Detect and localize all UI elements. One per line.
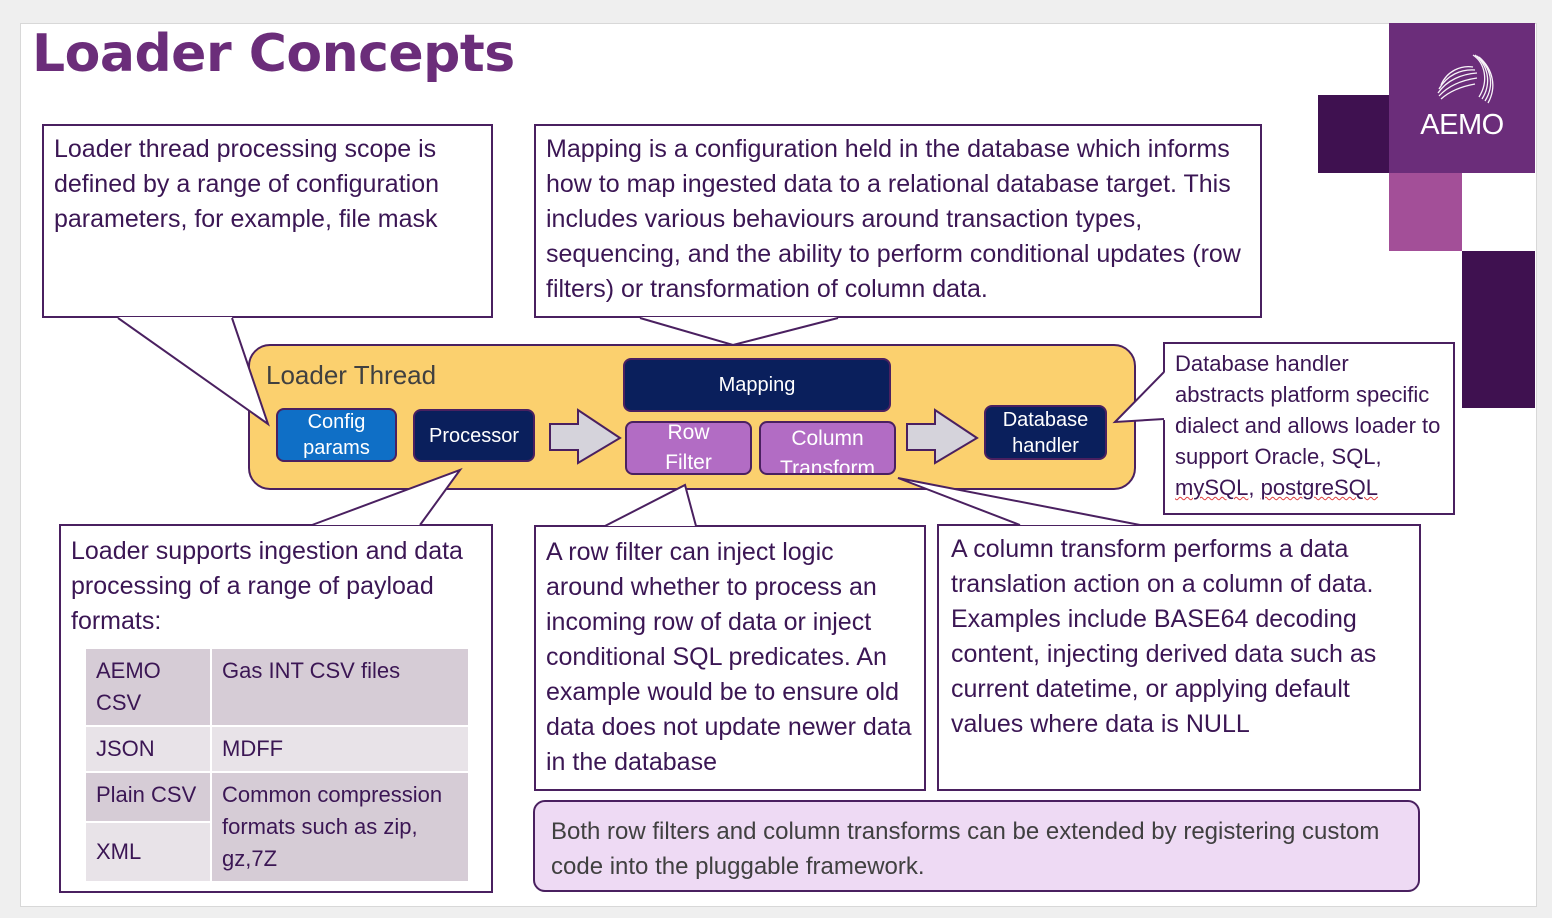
config-params-label: Config params xyxy=(303,411,370,459)
callout-row-filter-text: A row filter can inject logic around whe… xyxy=(546,538,912,776)
config-params-block: Config params xyxy=(276,408,397,462)
callout-row-filter: A row filter can inject logic around whe… xyxy=(534,525,926,791)
format-type-cell: JSON xyxy=(84,725,212,773)
table-row: JSON MDFF xyxy=(84,725,470,773)
row-filter-label: Row Filter xyxy=(665,421,712,474)
format-type-cell: Plain CSV xyxy=(84,771,212,823)
logo-block-light xyxy=(1389,173,1462,251)
callout-mapping: Mapping is a configuration held in the d… xyxy=(534,124,1262,318)
extensibility-note-text: Both row filters and column transforms c… xyxy=(551,818,1380,880)
aemo-wave-icon xyxy=(1437,54,1494,104)
database-handler-block: Database handler xyxy=(984,405,1107,460)
processor-label: Processor xyxy=(428,424,520,447)
database-handler-label: Database handler xyxy=(1002,408,1089,457)
callout-formats-text: Loader supports ingestion and data proce… xyxy=(71,537,463,635)
logo-block-dark-left xyxy=(1318,95,1390,173)
callout-database-text: Database handler abstracts platform spec… xyxy=(1175,351,1441,469)
callout-scope-text: Loader thread processing scope is define… xyxy=(54,135,439,233)
callout-mapping-text: Mapping is a configuration held in the d… xyxy=(546,135,1241,303)
callout-database-handler: Database handler abstracts platform spec… xyxy=(1163,342,1455,515)
row-filter-block: Row Filter xyxy=(625,421,752,475)
format-desc-cell: MDFF xyxy=(210,725,470,773)
column-transform-label: Column Transform xyxy=(780,427,875,475)
callout-column-transform: A column transform performs a data trans… xyxy=(937,524,1421,791)
format-desc-cell: Common compression formats such as zip, … xyxy=(210,771,470,883)
column-transform-block: Column Transform xyxy=(759,421,896,475)
format-type-cell: XML xyxy=(84,820,212,884)
extensibility-note: Both row filters and column transforms c… xyxy=(533,800,1420,892)
loader-thread-label: Loader Thread xyxy=(266,360,437,390)
formats-table: AEMO CSV Gas INT CSV files JSON MDFF Pla… xyxy=(84,647,470,884)
mapping-label: Mapping xyxy=(718,374,796,396)
format-type-cell: AEMO CSV xyxy=(84,647,212,727)
callout-column-transform-text: A column transform performs a data trans… xyxy=(951,535,1377,738)
slide-title: Loader Concepts xyxy=(32,24,515,84)
separator-text: , xyxy=(1248,475,1261,500)
spellcheck-word-postgresql: postgreSQL xyxy=(1260,475,1378,500)
table-row: AEMO CSV Gas INT CSV files xyxy=(84,647,470,727)
format-desc-cell: Gas INT CSV files xyxy=(210,647,470,727)
aemo-logo: AEMO xyxy=(1389,23,1535,173)
processor-block: Processor xyxy=(413,409,535,462)
aemo-logo-text: AEMO xyxy=(1420,109,1504,141)
table-row: XML xyxy=(84,820,469,884)
logo-block-dark-right xyxy=(1462,251,1535,408)
callout-scope: Loader thread processing scope is define… xyxy=(42,124,493,318)
spellcheck-word-mysql: mySQL xyxy=(1175,475,1249,500)
table-row: Plain CSV Common compression formats suc… xyxy=(84,771,470,883)
mapping-block: Mapping xyxy=(623,358,891,412)
